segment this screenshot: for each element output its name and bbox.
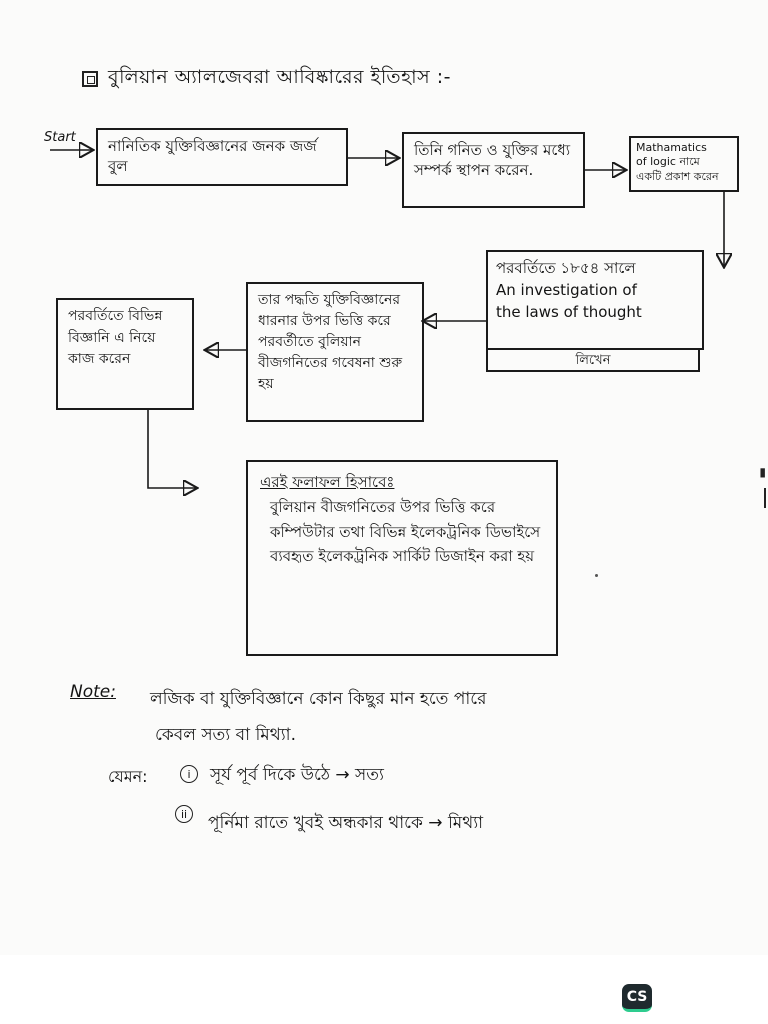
box-mathematics-of-logic: Mathamatics of logic নামে একটি প্রকাশ কর… [629,136,739,192]
example-2-number: ii [175,805,193,823]
example-1-text: সূর্য পূর্ব দিকে উঠে → সত্য [210,765,384,785]
box-result: এরই ফলাফল হিসাবেঃ বুলিয়ান বীজগনিতের উপর… [246,460,558,656]
box-scientists-work-text: পরবর্তিতে বিভিন্ন বিজ্ঞানি এ নিয়ে কাজ ক… [68,308,163,368]
note-line-1: লজিক বা যুক্তিবিজ্ঞানে কোন কিছুর মান হতে… [150,689,487,709]
box-math-logic-link-text: তিনি গনিত ও যুক্তির মধ্যে সম্পর্ক স্থাপন… [414,141,571,180]
title-row: বুলিয়ান অ্যালজেবরা আবিষ্কারের ইতিহাস :- [82,62,642,96]
example-label: যেমন: [108,767,148,786]
note-line-2: কেবল সত্য বা মিথ্যা. [155,725,297,745]
box-laws-of-thought-footer-text: লিখেন [575,353,611,368]
example-1-number: i [180,765,198,783]
box-result-heading: এরই ফলাফল হিসাবেঃ [260,473,395,491]
checkbox-icon [82,71,98,87]
box-laws-of-thought-line3: the laws of thought [496,302,642,321]
edge-line [764,488,766,508]
box-scientists-work: পরবর্তিতে বিভিন্ন বিজ্ঞানি এ নিয়ে কাজ ক… [56,298,194,410]
example-2-text: পূর্নিমা রাতে খুবই অন্ধকার থাকে → মিথ্যা [208,813,484,833]
box-result-body: বুলিয়ান বীজগনিতের উপর ভিত্তি করে কম্পিউ… [270,497,541,566]
page-title: বুলিয়ান অ্যালজেবরা আবিষ্কারের ইতিহাস :- [108,66,451,88]
camscanner-logo: CS [622,984,652,1012]
start-label: Start [44,130,76,145]
box-mathematics-of-logic-line1: Mathamatics [636,141,707,154]
stray-mark [595,574,598,577]
box-laws-of-thought-line1: পরবর্তিতে ১৮৫৪ সালে [496,259,636,277]
box-george-boole: নানিতিক যুক্তিবিজ্ঞানের জনক জর্জ বুল [96,128,348,186]
bottom-band [0,955,768,1024]
box-mathematics-of-logic-line3: একটি প্রকাশ করেন [636,169,719,183]
note-label: Note: [70,682,116,702]
box-boolean-research-text: তার পদ্ধতি যুক্তিবিজ্ঞানের ধারনার উপর ভি… [258,292,403,392]
box-boolean-research: তার পদ্ধতি যুক্তিবিজ্ঞানের ধারনার উপর ভি… [246,282,424,422]
box-george-boole-text: নানিতিক যুক্তিবিজ্ঞানের জনক জর্জ বুল [108,137,317,176]
notebook-page: বুলিয়ান অ্যালজেবরা আবিষ্কারের ইতিহাস :-… [44,62,766,833]
box-laws-of-thought-footer: লিখেন [486,348,700,372]
box-mathematics-of-logic-line2: of logic নামে [636,155,700,169]
box-laws-of-thought-line2: An investigation of [496,280,637,299]
box-laws-of-thought: পরবর্তিতে ১৮৫৪ সালে An investigation of … [486,250,704,350]
edge-mark: ▮ [759,465,766,479]
box-math-logic-link: তিনি গনিত ও যুক্তির মধ্যে সম্পর্ক স্থাপন… [402,132,585,208]
